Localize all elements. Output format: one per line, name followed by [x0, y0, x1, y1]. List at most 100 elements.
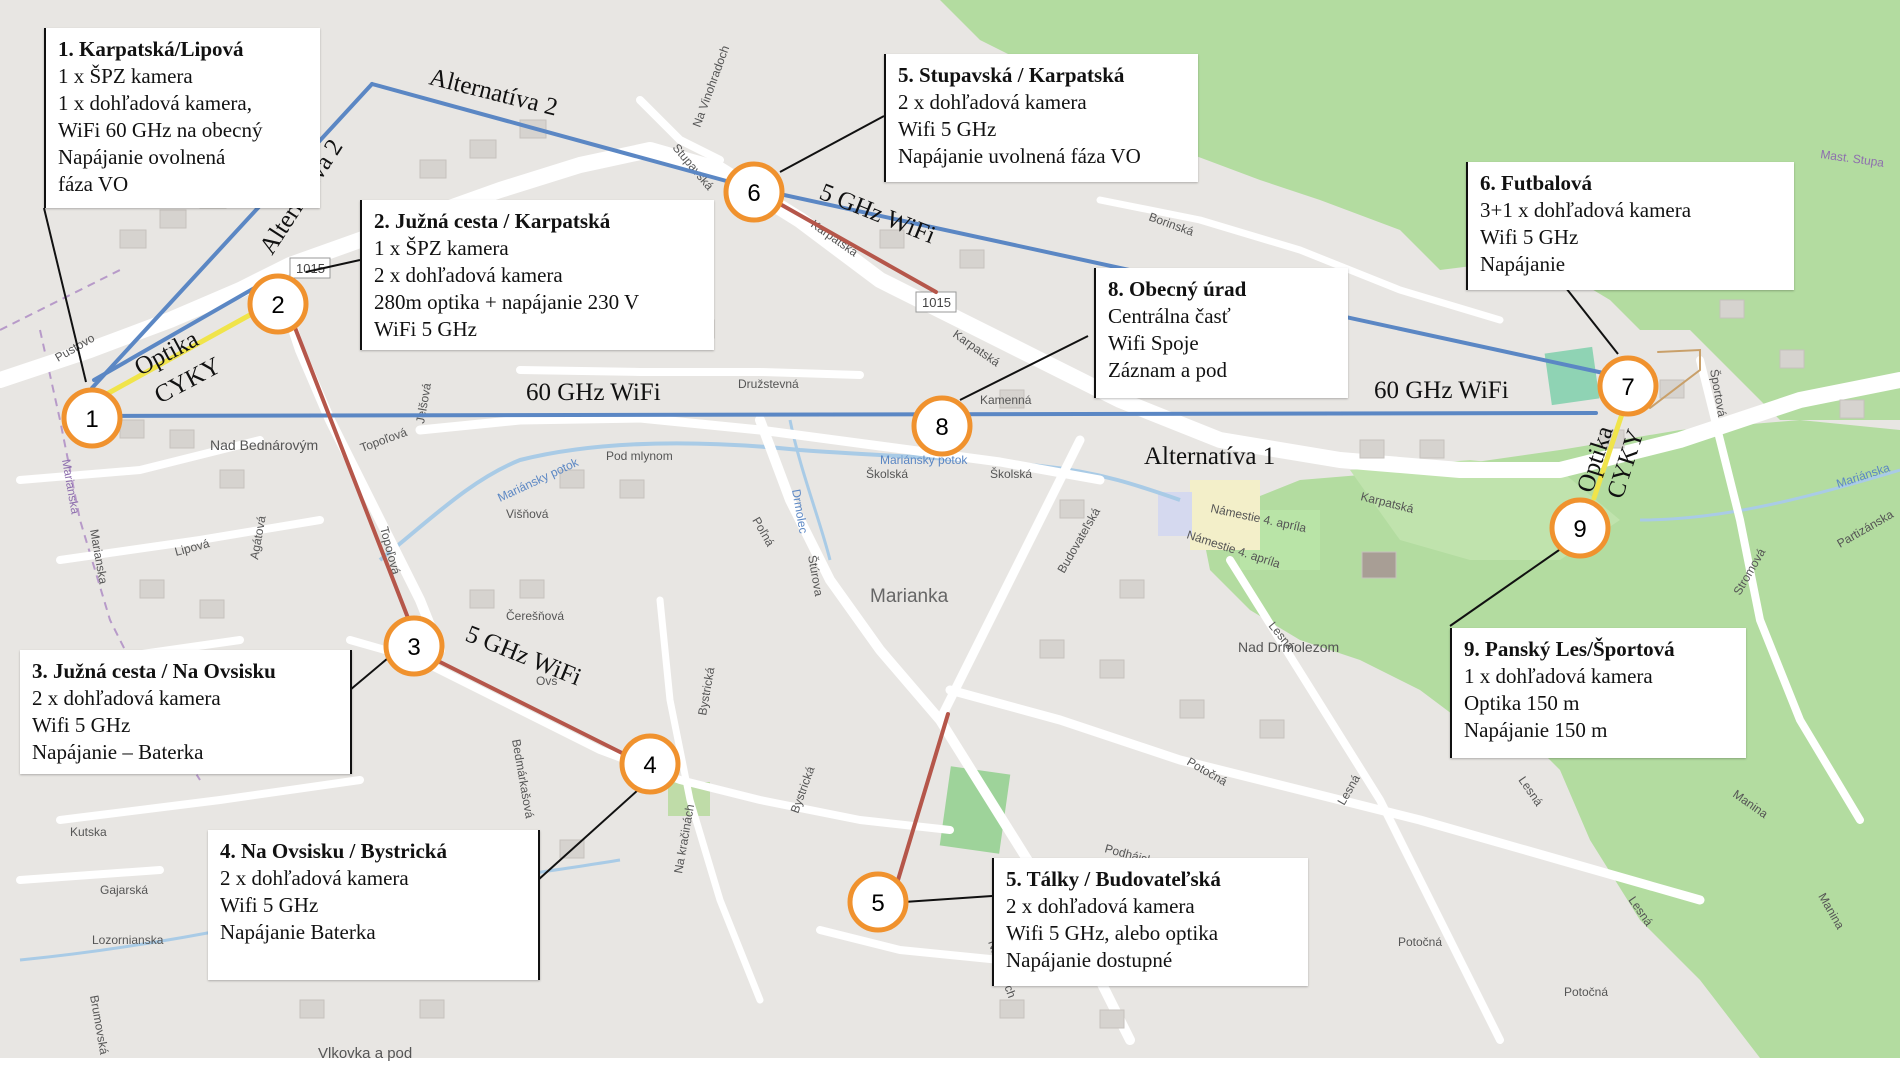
callout-line: Wifi 5 GHz — [898, 117, 997, 141]
leader-2 — [305, 259, 361, 273]
callout-site-9-pansky-les: 9. Panský Les/Športová 1 x dohľadová kam… — [1450, 628, 1746, 758]
building — [1119, 579, 1145, 599]
marker-circle — [1549, 497, 1611, 559]
link-60ghz-1-to-7 — [90, 411, 1598, 418]
callout-line: Wifi Spoje — [1108, 331, 1199, 355]
street-label: Lozornianska — [92, 933, 164, 947]
building — [219, 469, 245, 489]
link-fiber-7-to-9 — [1591, 411, 1625, 501]
building — [1719, 299, 1745, 319]
building — [879, 229, 905, 249]
callout-line: Záznam a pod — [1108, 358, 1227, 382]
site-marker-5[interactable]: 5 — [847, 871, 909, 933]
site-marker-3[interactable]: 3 — [383, 615, 445, 677]
building — [1259, 719, 1285, 739]
building — [1779, 349, 1805, 369]
road-druzstevna — [516, 366, 864, 379]
building — [1099, 1009, 1125, 1029]
callout-title: 2. Južná cesta / Karpatská — [374, 209, 611, 233]
callout-line: Napájanie dostupné — [1006, 948, 1173, 972]
street-label: Potočná — [1564, 985, 1608, 999]
site-marker-7[interactable]: 7 — [1597, 355, 1659, 417]
building — [1659, 379, 1685, 399]
callout-line: 1 x ŠPZ kamera — [374, 236, 509, 260]
callout-line: Napájanie — [1480, 252, 1566, 276]
building — [169, 429, 195, 449]
building — [1419, 439, 1445, 459]
callout-site-8-obecny-urad: 8. Obecný úrad Centrálna časť Wifi Spoje… — [1094, 268, 1348, 398]
site-marker-2[interactable]: 2 — [247, 273, 309, 335]
leader-7 — [1565, 287, 1619, 355]
street-label: Kutska — [70, 825, 107, 839]
callout-site-7-futbalova: 6. Futbalová 3+1 x dohľadová kamera Wifi… — [1466, 162, 1794, 290]
callout-line: Wifi 5 GHz — [1480, 225, 1579, 249]
callout-site-5-talky: 5. Tálky / Budovateľská 2 x dohľadová ka… — [992, 858, 1308, 986]
callout-site-2: 2. Južná cesta / Karpatská 1 x ŠPZ kamer… — [360, 200, 714, 350]
school-yard — [1190, 480, 1260, 550]
callout-site-4: 4. Na Ovsisku / Bystrická 2 x dohľadová … — [208, 830, 540, 980]
site-marker-6[interactable]: 6 — [723, 161, 785, 223]
municipal-boundary — [0, 269, 201, 781]
building — [469, 139, 497, 159]
link-label-60ghz-right: 60 GHz WiFi — [1374, 377, 1509, 404]
callout-title: 5. Stupavská / Karpatská — [898, 63, 1125, 87]
callout-line: Napájanie ovolnená — [58, 145, 226, 169]
callout-title: 4. Na Ovsisku / Bystrická — [220, 839, 447, 863]
road-karpatska-main — [0, 142, 1900, 478]
site-marker-1[interactable]: 1 — [61, 387, 123, 449]
street-label: Ovs — [536, 674, 557, 688]
building — [419, 999, 445, 1019]
place-label: Marianka — [870, 586, 949, 607]
street-label: Mariánsky potok — [880, 453, 968, 467]
building — [299, 999, 325, 1019]
road-potocna — [945, 685, 1705, 905]
stadium-field — [1544, 346, 1600, 406]
callout-title: 9. Panský Les/Športová — [1464, 637, 1675, 661]
link-red-6-to-badge — [778, 202, 938, 294]
building — [1059, 499, 1085, 519]
road-badge-1015-a — [289, 257, 331, 279]
site-marker-8[interactable]: 8 — [911, 395, 973, 457]
callout-title: 1. Karpatská/Lipová — [58, 37, 244, 61]
marker-number: 3 — [407, 634, 420, 661]
street-label: Štúrova — [805, 554, 827, 598]
road-number-badges: 1015 1015 — [289, 257, 957, 313]
street-label: Gajarská — [100, 883, 148, 897]
callout-line: 2 x dohľadová kamera — [1006, 894, 1195, 918]
link-alt2-corner-to-6 — [370, 82, 754, 190]
callout-line: WiFi 5 GHz — [374, 317, 477, 341]
street-label: Čerešňová — [506, 608, 564, 623]
building — [139, 579, 165, 599]
road-bystricka — [656, 596, 764, 1004]
link-alt2-1-to-corner — [90, 82, 374, 390]
stream-mariansky-potok — [378, 441, 1181, 562]
link-alt2-1-to-2 — [92, 284, 260, 382]
marker-number: 6 — [747, 180, 760, 207]
building — [419, 159, 447, 179]
leader-9 — [1449, 547, 1563, 627]
site-marker-4[interactable]: 4 — [619, 733, 681, 795]
callout-title: 6. Futbalová — [1480, 171, 1593, 195]
marker-number: 7 — [1621, 374, 1634, 401]
callout-line: 3+1 x dohľadová kamera — [1480, 198, 1692, 222]
marker-number: 2 — [271, 292, 284, 319]
building — [999, 389, 1025, 409]
site-markers: 1 2 3 4 5 6 7 8 — [61, 161, 1659, 933]
building — [1359, 439, 1385, 459]
marker-circle — [723, 161, 785, 223]
site-marker-9[interactable]: 9 — [1549, 497, 1611, 559]
callout-title: 8. Obecný úrad — [1108, 277, 1247, 301]
park-area-south — [939, 766, 1011, 854]
road-badge-1015-b-label: 1015 — [922, 295, 951, 310]
building — [619, 479, 645, 499]
link-red-5 — [896, 712, 950, 882]
street-label: Pod mlynom — [606, 449, 673, 463]
street-label: Višňová — [506, 507, 549, 521]
street-label: Vlkovka a pod — [318, 1045, 412, 1062]
callout-line: 1 x ŠPZ kamera — [58, 64, 193, 88]
link-red-3-to-4 — [430, 656, 630, 758]
callout-title: 3. Južná cesta / Na Ovsisku — [32, 659, 276, 683]
building — [959, 249, 985, 269]
leader-4 — [537, 789, 639, 881]
